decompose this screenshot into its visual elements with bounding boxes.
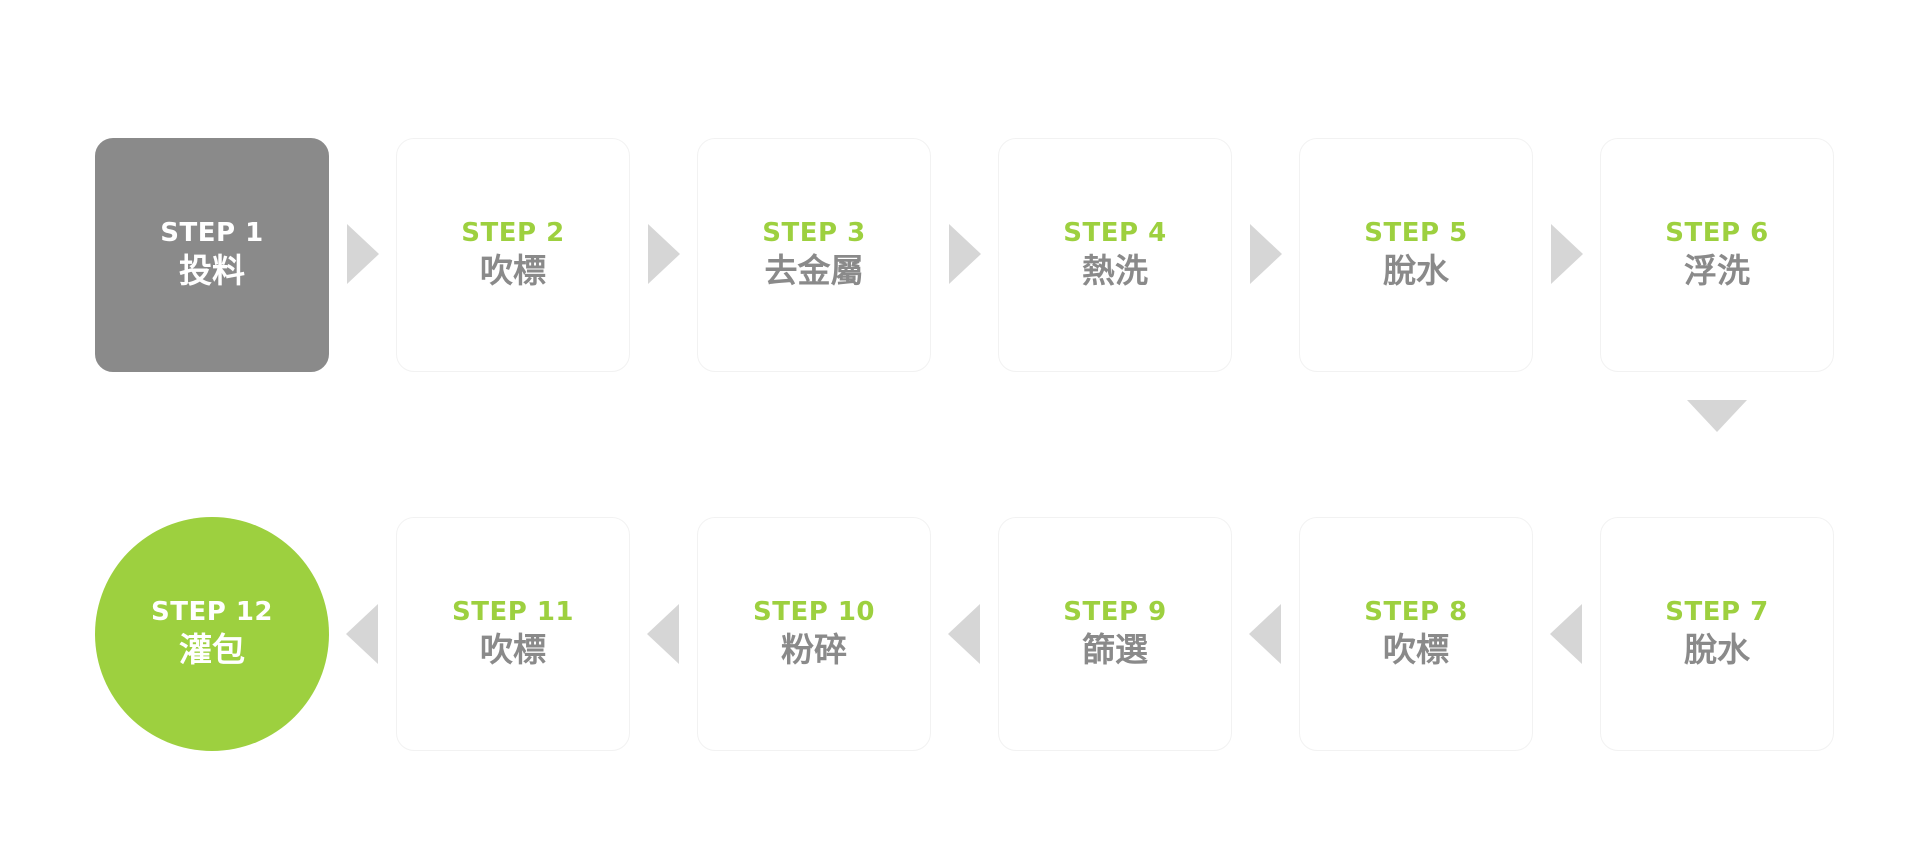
arrow-right-icon [1551, 224, 1583, 284]
arrow-right-icon [648, 224, 680, 284]
step-11-label: STEP 11 [451, 597, 574, 627]
step-8-card: STEP 8 吹標 [1299, 517, 1533, 751]
step-6-label: STEP 6 [1665, 218, 1769, 248]
arrow-right-icon [1250, 224, 1282, 284]
step-7-label: STEP 7 [1665, 597, 1769, 627]
step-2-card: STEP 2 吹標 [396, 138, 630, 372]
step-2-name: 吹標 [480, 251, 546, 290]
step-8-name: 吹標 [1383, 630, 1449, 669]
step-3-name: 去金屬 [764, 251, 864, 290]
step-5-name: 脫水 [1383, 251, 1449, 290]
step-9-card: STEP 9 篩選 [998, 517, 1232, 751]
step-7-name: 脫水 [1684, 630, 1750, 669]
step-9-name: 篩選 [1082, 630, 1148, 669]
step-10-card: STEP 10 粉碎 [697, 517, 931, 751]
step-12-card: STEP 12 灌包 [95, 517, 329, 751]
step-11-name: 吹標 [480, 630, 546, 669]
arrow-right-icon [347, 224, 379, 284]
step-3-label: STEP 3 [762, 218, 866, 248]
arrow-right-icon [949, 224, 981, 284]
step-5-card: STEP 5 脫水 [1299, 138, 1533, 372]
step-5-label: STEP 5 [1364, 218, 1468, 248]
step-10-label: STEP 10 [752, 597, 875, 627]
step-12-name: 灌包 [179, 630, 245, 669]
step-10-name: 粉碎 [781, 630, 847, 669]
step-4-card: STEP 4 熱洗 [998, 138, 1232, 372]
arrow-left-icon [346, 604, 378, 664]
arrow-left-icon [1249, 604, 1281, 664]
arrow-down-icon [1687, 400, 1747, 432]
step-12-label: STEP 12 [150, 597, 273, 627]
arrow-left-icon [1550, 604, 1582, 664]
step-11-card: STEP 11 吹標 [396, 517, 630, 751]
step-1-card: STEP 1 投料 [95, 138, 329, 372]
step-1-name: 投料 [179, 251, 245, 290]
arrow-left-icon [948, 604, 980, 664]
step-1-label: STEP 1 [160, 218, 264, 248]
step-6-card: STEP 6 浮洗 [1600, 138, 1834, 372]
step-4-name: 熱洗 [1082, 251, 1148, 290]
step-2-label: STEP 2 [461, 218, 565, 248]
step-4-label: STEP 4 [1063, 218, 1167, 248]
step-6-name: 浮洗 [1684, 251, 1750, 290]
step-9-label: STEP 9 [1063, 597, 1167, 627]
step-8-label: STEP 8 [1364, 597, 1468, 627]
arrow-left-icon [647, 604, 679, 664]
step-7-card: STEP 7 脫水 [1600, 517, 1834, 751]
step-3-card: STEP 3 去金屬 [697, 138, 931, 372]
